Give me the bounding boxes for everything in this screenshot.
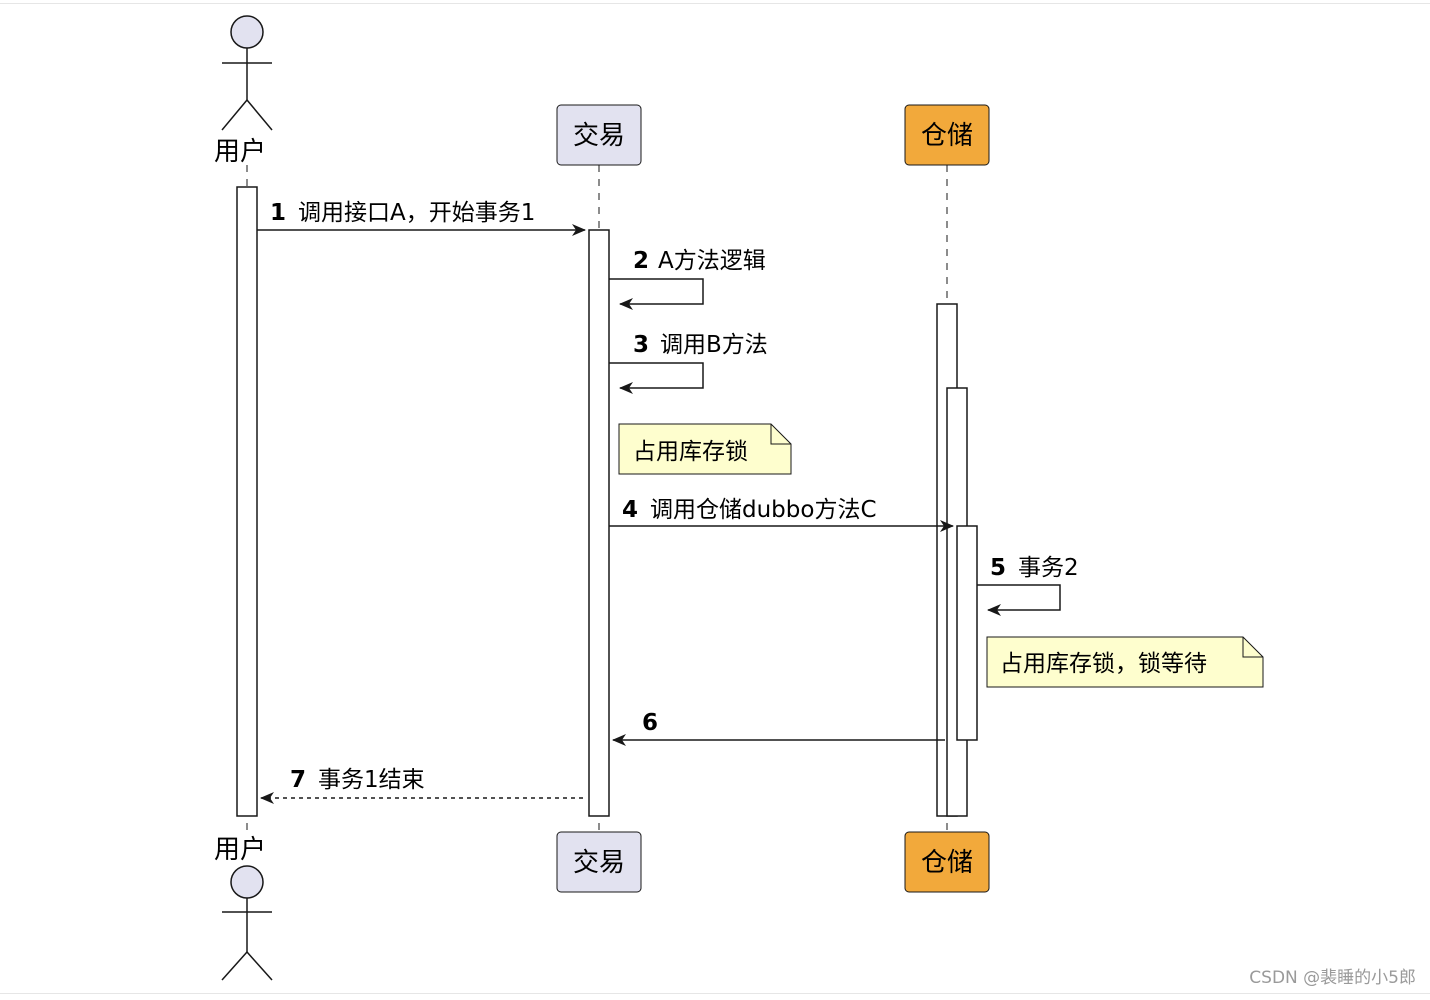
participant-trade-label: 交易 [573, 848, 625, 878]
participant-warehouse-bottom: 仓储 [904, 831, 990, 893]
actor-head [230, 865, 264, 899]
actor-user-bottom: 用户 [214, 835, 273, 981]
note-1: 占用库存锁 [618, 423, 792, 475]
participant-warehouse-top: 仓储 [904, 104, 990, 166]
participant-warehouse-label: 仓储 [921, 848, 973, 878]
message-2: 2 A方法逻辑 [609, 248, 766, 310]
message-3: 3 调用B方法 [609, 332, 768, 394]
note-1-text: 占用库存锁 [633, 439, 748, 465]
participant-warehouse-label: 仓储 [921, 121, 973, 151]
top-divider [0, 3, 1430, 4]
message-5-text: 事务2 [1018, 555, 1079, 581]
message-2-text: A方法逻辑 [658, 248, 766, 274]
actor-head [230, 15, 264, 49]
message-6: 6 [612, 710, 945, 746]
message-5: 5 事务2 [977, 555, 1079, 616]
message-5-number: 5 [990, 555, 1006, 581]
message-7: 7 事务1结束 [260, 767, 583, 804]
actor-user-top: 用户 [214, 15, 273, 167]
activation-warehouse-3 [956, 525, 978, 741]
message-1: 1 调用接口A，开始事务1 [257, 200, 586, 236]
message-2-number: 2 [633, 248, 649, 274]
activation-user [236, 186, 258, 817]
participant-trade-bottom: 交易 [556, 831, 642, 893]
message-7-number: 7 [290, 767, 306, 793]
message-6-number: 6 [642, 710, 658, 736]
watermark: CSDN @裴睡的小5郎 [1249, 968, 1416, 988]
message-3-number: 3 [633, 332, 649, 358]
message-7-text: 事务1结束 [318, 767, 425, 793]
message-3-text: 调用B方法 [660, 332, 768, 358]
message-1-text: 调用接口A，开始事务1 [298, 200, 535, 226]
note-2-text: 占用库存锁，锁等待 [1000, 651, 1207, 677]
participant-trade-top: 交易 [556, 104, 642, 166]
actor-user-label-bottom: 用户 [214, 835, 266, 865]
actor-user-label-top: 用户 [214, 137, 266, 167]
bottom-divider [0, 993, 1430, 994]
message-1-number: 1 [270, 200, 286, 226]
activation-trade [588, 229, 610, 817]
message-4: 4 调用仓储dubbo方法C [609, 497, 954, 532]
participant-trade-label: 交易 [573, 121, 625, 151]
message-4-number: 4 [622, 497, 638, 523]
note-2: 占用库存锁，锁等待 [986, 636, 1264, 688]
message-4-text: 调用仓储dubbo方法C [650, 497, 877, 523]
